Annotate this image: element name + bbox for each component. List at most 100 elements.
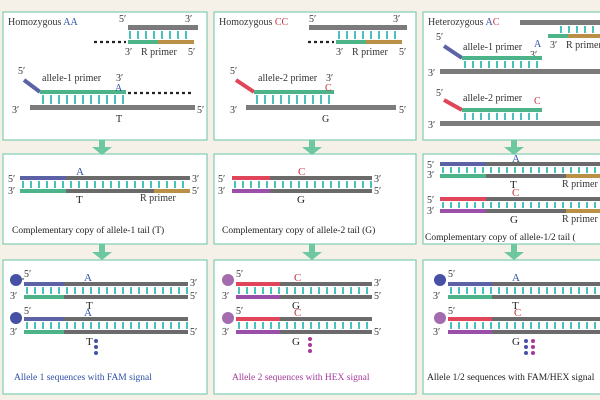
base-pair-rung [30, 181, 32, 188]
base-pair-rung [536, 113, 538, 120]
base-pair-rung [278, 322, 280, 329]
base-pair-rung [506, 287, 508, 294]
base-pair-rung [520, 61, 522, 68]
base-pair-rung [442, 167, 444, 173]
ac-copy-caption: Complementary copy of allele-1/2 tail ( [425, 232, 576, 243]
base-pair-rung [50, 322, 52, 329]
base-pair-rung [594, 287, 596, 294]
base-pair-rung [538, 167, 540, 173]
down-arrow-icon [302, 244, 322, 260]
ac-signal1-top-base: A [512, 272, 520, 284]
ac-signal1-bottom-strand [492, 295, 600, 299]
aa-copy-bottom-tan [154, 189, 190, 193]
cc-primer-3prime: 3′ [326, 73, 333, 84]
hex-fluorophore-icon [434, 312, 446, 324]
base-pair-rung [578, 322, 580, 329]
ac-signal-content: 5′ A 3′ T 5′ C 3′ G Allele 1/2 sequences… [427, 269, 600, 383]
base-pair-rung [334, 322, 336, 329]
ac-signal2-top-5prime: 5′ [448, 306, 455, 317]
base-pair-rung [538, 287, 540, 294]
base-pair-rung [506, 202, 508, 208]
ac-copy2-bottom-base: G [510, 214, 518, 226]
base-pair-rung [538, 202, 540, 208]
base-pair-rung [302, 287, 304, 294]
ac-primer2-5prime: 5′ [436, 88, 443, 99]
ac-signal2-rungs [450, 322, 596, 329]
base-pair-rung [562, 202, 564, 208]
base-pair-rung [22, 181, 24, 188]
aa-copy-caption: Complementary copy of allele-1 tail (T) [12, 225, 164, 236]
ac-copy1-rungs [442, 167, 596, 173]
ac-signal1-top-5prime: 5′ [448, 269, 455, 280]
ac-signal1-tail [448, 282, 492, 286]
ac-template2-strand [440, 121, 600, 126]
down-arrow-icon [92, 244, 112, 260]
aa-copy-top-3prime: 3′ [192, 174, 199, 185]
base-pair-rung [254, 322, 256, 329]
hex-fluorophore-icon [222, 312, 234, 324]
base-pair-rung [530, 287, 532, 294]
aa-signal2-rungs [26, 322, 188, 329]
base-pair-rung [578, 287, 580, 294]
base-pair-rung [178, 322, 180, 329]
aa-primer-rungs [42, 95, 124, 104]
down-arrow-icon [504, 140, 524, 155]
ac-copy1-bottom-3prime: 3′ [427, 170, 434, 181]
base-pair-rung [126, 181, 128, 188]
ac-copy1-bottom-strand [486, 174, 566, 178]
base-pair-rung [546, 322, 548, 329]
cc-copy-top-strand [270, 176, 372, 180]
base-pair-rung [166, 181, 168, 188]
aa-copy-top-tail [20, 176, 66, 180]
ac-copy2-bottom-tan [566, 209, 600, 213]
base-pair-rung [290, 181, 292, 188]
base-pair-rung [354, 31, 356, 39]
base-pair-rung [74, 322, 76, 329]
base-pair-rung [270, 322, 272, 329]
cc-copy-bottom-strand [270, 189, 372, 193]
base-pair-rung [578, 202, 580, 208]
ac-copy1-bottom-green [440, 174, 486, 178]
aa-top-5prime: 5′ [119, 14, 126, 25]
base-pair-rung [186, 287, 188, 294]
aa-rprimer-green [128, 40, 158, 44]
base-pair-rung [106, 287, 108, 294]
base-pair-rung [318, 322, 320, 329]
base-pair-rung [66, 287, 68, 294]
base-pair-rung [594, 202, 596, 208]
base-pair-rung [480, 61, 482, 68]
hex-signal-dots-icon [308, 337, 312, 353]
base-pair-rung [530, 202, 532, 208]
base-pair-rung [70, 181, 72, 188]
base-pair-rung [122, 322, 124, 329]
cc-signal2-bottom-3prime: 3′ [222, 327, 229, 338]
ac-rprimer-label: R primer [566, 40, 600, 51]
ac-primer1-base: A [534, 39, 542, 50]
ac-signal1-bottom-base: T [512, 300, 519, 312]
base-pair-rung [546, 202, 548, 208]
base-pair-rung [394, 31, 396, 39]
cc-copy-bottom-5prime: 5′ [374, 186, 381, 197]
down-arrow-icon [504, 244, 524, 260]
base-pair-rung [122, 287, 124, 294]
base-pair-rung [145, 31, 147, 39]
aa-copy-top-strand [66, 176, 190, 180]
ac-copy1-bottom-tan [566, 174, 600, 178]
base-pair-rung [264, 95, 266, 104]
base-pair-rung [570, 322, 572, 329]
ac-copy-content: A 5′ 3′ T R primer C 5′ 3′ G R primer Co… [425, 154, 600, 243]
aa-copy-bottom-3prime: 3′ [8, 186, 15, 197]
cc-rprimer-3prime: 3′ [336, 47, 343, 58]
base-pair-rung [314, 181, 316, 188]
base-pair-rung [504, 61, 506, 68]
base-pair-rung [294, 322, 296, 329]
aa-copy-bottom-5prime: 5′ [192, 186, 199, 197]
base-pair-rung [282, 181, 284, 188]
base-pair-rung [490, 287, 492, 294]
base-pair-rung [488, 61, 490, 68]
base-pair-rung [522, 287, 524, 294]
base-pair-rung [488, 113, 490, 120]
base-pair-rung [358, 322, 360, 329]
aa-signal1-tail [24, 282, 64, 286]
fam-fluorophore-icon [434, 274, 446, 286]
